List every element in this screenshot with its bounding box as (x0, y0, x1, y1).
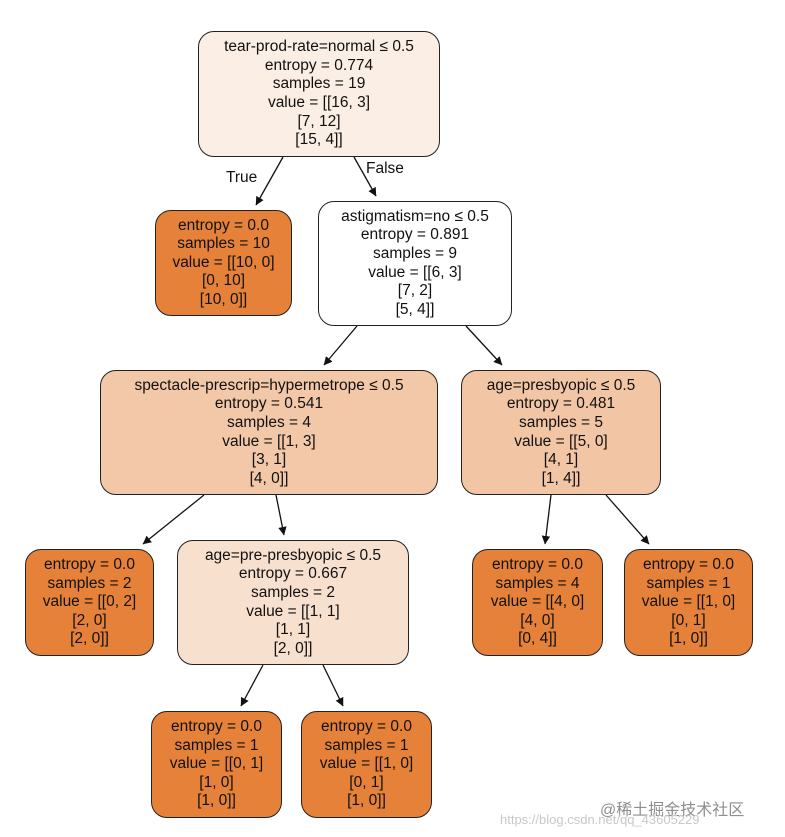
node-line: [0, 4]] (518, 630, 557, 648)
edge-label-false: False (366, 160, 404, 177)
node-line: samples = 4 (495, 574, 580, 592)
edge-n4-to-n7 (541, 494, 552, 545)
node-line: [1, 0] (199, 773, 234, 791)
node-line: [1, 0]] (197, 792, 236, 810)
watermark: @稀土掘金技术社区 (600, 796, 744, 820)
node-line: [4, 1] (543, 451, 579, 469)
edge-n2-to-n3 (323, 325, 358, 366)
node-line: [4, 0] (520, 611, 555, 629)
node-line: value = [[1, 3] (222, 432, 316, 450)
node-line: samples = 1 (324, 736, 409, 754)
node-line: spectacle-prescrip=hypermetrope ≤ 0.5 (134, 376, 404, 394)
node-line: entropy = 0.0 (321, 718, 412, 736)
edge-n3-to-n5 (142, 494, 205, 545)
node-line: value = [[4, 0] (490, 593, 585, 611)
node-line: [2, 0] (72, 611, 107, 629)
edge-label-true: True (226, 169, 258, 186)
node-line: value = [[16, 3] (267, 94, 371, 111)
node-line: [2, 0]] (70, 630, 109, 648)
node-line: value = [[1, 0] (641, 593, 736, 611)
node-line: entropy = 0.481 (506, 395, 616, 413)
node-line: entropy = 0.0 (492, 556, 583, 574)
node-line: age=pre-presbyopic ≤ 0.5 (204, 546, 382, 564)
node-line: value = [[0, 1] (169, 755, 264, 773)
node-line: [15, 4]] (295, 131, 343, 149)
node-line: astigmatism=no ≤ 0.5 (341, 207, 489, 225)
node-line: entropy = 0.774 (264, 56, 374, 74)
node-line: [10, 0]] (199, 290, 248, 308)
node-line: value = [[5, 0] (514, 432, 608, 450)
node-line: [0, 1] (349, 773, 384, 791)
node-line: [0, 10] (201, 272, 246, 290)
node-line: value = [[1, 1] (246, 602, 340, 620)
watermark-url: https://blog.csdn.net/qq_43605229 (500, 812, 700, 827)
node-line: [7, 12] (297, 112, 341, 130)
edge-n4-to-n8 (605, 494, 650, 545)
edge-root-to-n1 (255, 156, 284, 206)
node-line: samples = 1 (174, 736, 259, 754)
node-line: [0, 1] (671, 611, 706, 629)
node-line: age=presbyopic ≤ 0.5 (486, 376, 636, 394)
node-line: samples = 2 (250, 583, 335, 601)
node-line: [4, 0]] (249, 469, 289, 487)
node-line: entropy = 0.0 (171, 718, 262, 736)
node-line: value = [[6, 3] (368, 263, 462, 281)
node-line: entropy = 0.0 (643, 556, 734, 574)
node-line: entropy = 0.0 (178, 216, 269, 234)
node-line: entropy = 0.541 (214, 395, 324, 413)
node-line: entropy = 0.0 (44, 556, 135, 574)
node-line: tear-prod-rate=normal ≤ 0.5 (224, 38, 414, 56)
edge-n6-to-n9 (240, 664, 264, 707)
node-line: value = [[10, 0] (172, 253, 275, 271)
edge-n2-to-n4 (465, 325, 503, 366)
edge-n3-to-n6 (275, 494, 287, 536)
node-line: samples = 1 (646, 574, 731, 592)
node-line: [5, 4]] (395, 300, 435, 318)
node-line: samples = 5 (518, 413, 603, 431)
node-line: [1, 0]] (669, 630, 708, 648)
node-line: [2, 0]] (273, 639, 313, 657)
node-line: samples = 9 (372, 244, 457, 262)
watermark-site: @稀土掘金技术社区 (600, 802, 745, 819)
node-line: [3, 1] (251, 451, 287, 469)
node-line: [1, 0]] (347, 792, 386, 810)
node-line: entropy = 0.667 (238, 565, 348, 583)
edge-root-to-n2 (353, 156, 377, 197)
node-line: value = [[1, 0] (319, 755, 414, 773)
node-line: value = [[0, 2] (42, 593, 137, 611)
node-line: samples = 10 (177, 235, 270, 253)
node-line: samples = 2 (47, 574, 132, 592)
edge-n6-to-n10 (322, 664, 344, 707)
node-line: samples = 19 (272, 75, 366, 93)
node-line: samples = 4 (226, 413, 311, 431)
node-line: entropy = 0.891 (360, 226, 470, 244)
node-line: [1, 4]] (541, 469, 581, 487)
node-line: [1, 1] (275, 621, 311, 639)
node-line: [7, 2] (397, 282, 433, 300)
